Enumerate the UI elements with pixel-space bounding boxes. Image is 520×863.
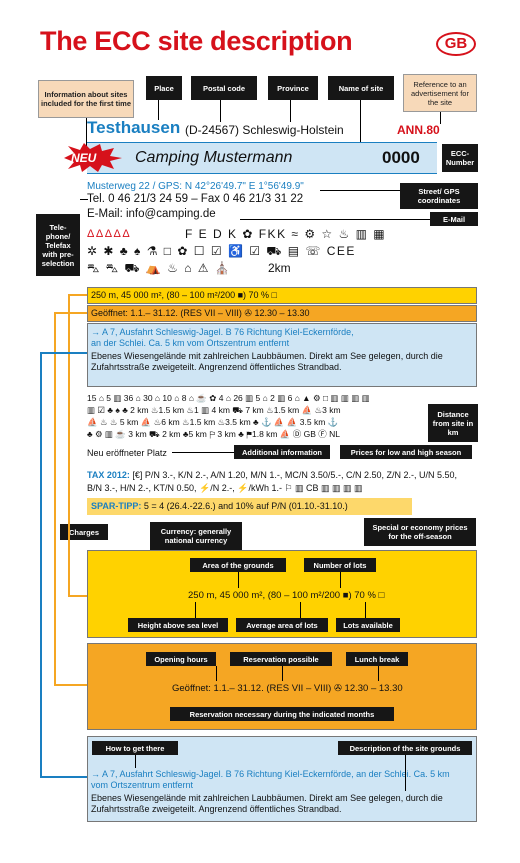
callout-opening-hours: Opening hours [146,652,216,666]
site-name-bar [87,142,437,174]
callout-street-gps: Street/ GPS coordinates [400,183,478,209]
new-badge-icon [64,143,122,172]
callout-charges: Charges [60,524,108,540]
summary-directions-2: an der Schlei. Ca. 5 km vom Ortszentrum … [91,338,290,348]
detail-directions-3: Ebenes Wiesengelände mit zahlreichen Lau… [91,793,443,803]
summary-area-box [87,287,477,304]
callout-postal-code: Postal code [191,76,257,100]
spar-text: 5 = 4 (26.4.-22.6.) and 10% auf P/N (01.… [143,501,348,511]
callout-number-lots: Number of lots [304,558,376,572]
callout-special-prices: Special or economy prices for the off-se… [364,518,476,546]
callout-area-grounds: Area of the grounds [190,558,286,572]
detail-directions-4: Zufahrtsstraße zweigeteilt. Angrenzend ö… [91,804,342,814]
site-facility-icons-row3: ⛍ ⛍ ⛟ ⛺ ♨ ⌂ ⚠ ⛪ [87,261,232,275]
country-badge: GB [436,32,476,56]
callout-province: Province [268,76,318,100]
tax-line-2: B/N 3.-, H/N 2.-, KT/N 0.50, ⚡/N 2.-, ⚡/… [87,483,363,493]
site-telephone: Tel. 0 46 21/3 24 59 – Fax 0 46 21/3 31 … [87,193,304,205]
site-name: Camping Mustermann [135,149,293,166]
page-title: The ECC site description [40,26,353,56]
summary-description-2: Zufahrtsstraße zweigeteilt. Angrenzend ö… [91,362,342,372]
callout-additional-info: Additional information [234,445,330,459]
callout-reservation-possible: Reservation possible [230,652,332,666]
site-stars: ΔΔΔΔΔ [87,228,132,240]
callout-reservation-necessary: Reservation necessary during the indicat… [170,707,394,721]
summary-opening: Geöffnet: 1.1.– 31.12. (RES VII – VIII) … [91,308,310,318]
spar-label: SPAR-TIPP: [91,501,142,511]
amenities-line-4: ♣ ⚙ ▥ ☕ 3 km ⛟ 2 km ♣5 km ⚐ 3 km ♣ ⚑1.8 … [87,429,341,439]
summary-directions-box [87,323,477,387]
callout-place: Place [146,76,182,100]
callout-distance: Distance from site in km [428,404,478,442]
amenities-line-2: ▥ ☑ ♣ ♠ ♣ 2 km ♨1.5 km ♨1 ▥ 4 km ⛟ 7 km … [87,405,341,415]
callout-currency: Currency: generally national currency [150,522,242,550]
tax-line-1: TAX 2012: [€] P/N 3.-, K/N 2.-, A/N 1.20… [87,470,457,481]
detail-directions-1: → A 7, Ausfahrt Schleswig-Jagel. B 76 Ri… [91,769,450,779]
detail-directions-2: vom Ortszentrum entfernt [91,780,194,790]
spar-line: SPAR-TIPP: 5 = 4 (26.4.-22.6.) and 10% a… [91,501,348,512]
site-distance-2km: 2km [268,261,291,275]
callout-name-of-site: Name of site [328,76,394,100]
site-address: (D-24567) Schleswig-Holstein [185,123,344,137]
site-street-gps: Musterweg 22 / GPS: N 42°26'49.7" E 1°56… [87,181,304,192]
site-email: E-Mail: info@camping.de [87,208,216,220]
site-letter-icons: F E D K ✿ FKK ≈ ⚙ ☆ ♨ ▥ ▦ [185,227,387,241]
site-place: Testhausen [87,118,181,137]
callout-telephone: Tele-phone/ Telefax with pre-selection [36,214,80,276]
callout-description-grounds: Description of the site grounds [338,741,472,755]
site-facility-icons: ✲ ✱ ♣ ♠ ⚗ □ ✿ ☐ ☑ ♿ ☑ ⛟ ▤ ☏ CEE [87,244,356,258]
amenities-line-3: ⛵ ♨ ♨ 5 km ⛵ ♨6 km ♨1.5 km ♨3.5 km ♣ ⚓ ⛵… [87,417,339,427]
site-ecc-number: 0000 [382,148,420,167]
site-ann-reference: ANN.80 [397,123,440,137]
callout-email: E-Mail [430,212,478,226]
new-badge-label: NEU [71,151,97,165]
summary-area: 250 m, 45 000 m², (80 – 100 m²/200 ■) 70… [91,290,277,300]
callout-lots-available: Lots available [336,618,400,632]
tax-label: TAX 2012: [87,470,130,480]
spar-box [87,498,412,515]
detail-area-text: 250 m, 45 000 m², (80 – 100 m²/200 ■) 70… [188,590,385,601]
callout-prices: Prices for low and high season [340,445,472,459]
callout-how-to-get-there: How to get there [92,741,178,755]
callout-advertisement: Reference to an advertisement for the si… [403,74,477,112]
callout-average-area: Average area of lots [236,618,328,632]
callout-ecc-number: ECC-Number [442,144,478,172]
tax-text-1: [€] P/N 3.-, K/N 2.-, A/N 1.20, M/N 1.-,… [132,470,457,480]
callout-info-included: Information about sites included for the… [38,80,134,118]
additional-info-text: Neu eröffneter Platz [87,448,167,458]
amenities-line-1: 15 ⌂ 5 ▥ 36 ⌂ 30 ⌂ 10 ⌂ 8 ⌂ ☕ ✿ 4 ⌂ 26 ▥… [87,393,370,403]
summary-opening-box [87,305,477,322]
callout-lunch-break: Lunch break [346,652,408,666]
detail-opening-text: Geöffnet: 1.1.– 31.12. (RES VII – VIII) … [172,683,403,694]
summary-directions-1: → A 7, Ausfahrt Schleswig-Jagel. B 76 Ri… [91,327,354,337]
callout-height: Height above sea level [128,618,228,632]
summary-description-1: Ebenes Wiesengelände mit zahlreichen Lau… [91,351,443,361]
